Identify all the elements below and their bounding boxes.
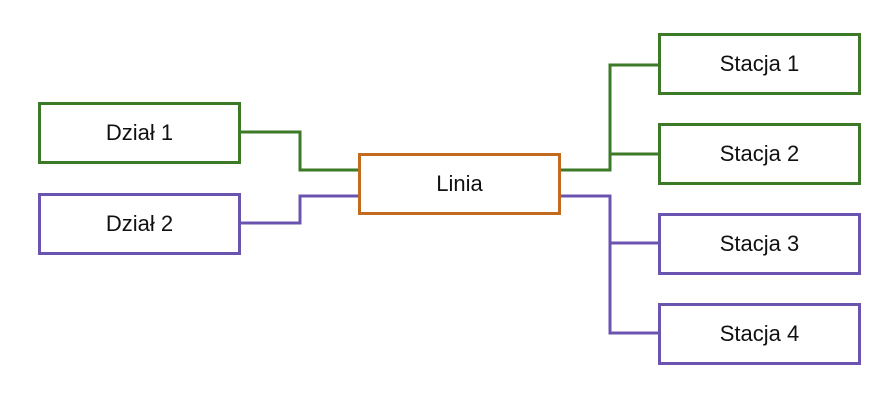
node-label: Dział 1 [105, 120, 174, 145]
connector-linia-stacja4 [561, 194, 658, 335]
node-dzial-2: Dział 2 [38, 193, 241, 255]
node-label: Dział 2 [105, 211, 174, 236]
node-label: Stacja 2 [719, 141, 800, 166]
connector-dzial2-linia [241, 194, 358, 225]
node-stacja-2: Stacja 2 [658, 123, 861, 185]
connector-linia-stacja1 [561, 63, 658, 172]
node-label: Stacja 4 [719, 321, 800, 346]
node-stacja-4: Stacja 4 [658, 303, 861, 365]
node-dzial-1: Dział 1 [38, 102, 241, 164]
node-label: Stacja 1 [719, 51, 800, 76]
node-stacja-3: Stacja 3 [658, 213, 861, 275]
node-label: Linia [436, 171, 483, 196]
node-label: Stacja 3 [719, 231, 800, 256]
node-linia: Linia [358, 153, 561, 215]
connector-dzial1-linia [241, 130, 358, 172]
node-stacja-1: Stacja 1 [658, 33, 861, 95]
